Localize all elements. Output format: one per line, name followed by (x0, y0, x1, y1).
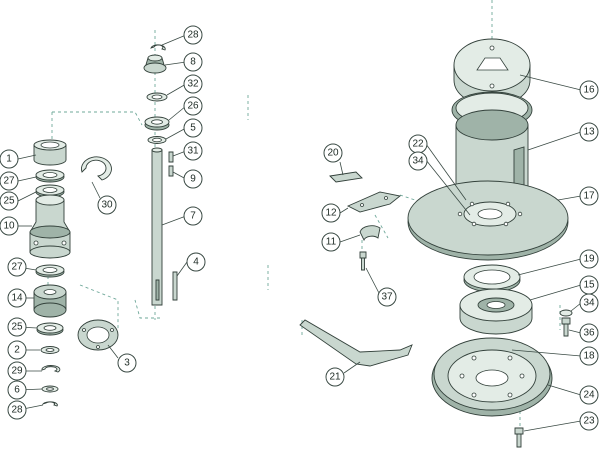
callout-12: 12 (321, 203, 341, 223)
svg-text:25: 25 (3, 196, 15, 207)
svg-text:7: 7 (190, 211, 196, 222)
callout-32: 32 (183, 74, 203, 94)
callout-23: 23 (579, 411, 599, 431)
svg-text:25: 25 (11, 322, 23, 333)
callout-5: 5 (183, 118, 203, 138)
callout-22: 22 (408, 134, 428, 154)
callout-6: 6 (7, 380, 27, 400)
svg-text:32: 32 (187, 79, 199, 90)
svg-text:28: 28 (187, 30, 199, 41)
svg-text:3: 3 (124, 358, 130, 369)
callout-27-lower: 27 (7, 257, 27, 277)
svg-text:8: 8 (190, 57, 196, 68)
callout-2: 2 (7, 340, 27, 360)
callout-18: 18 (579, 346, 599, 366)
callout-8: 8 (183, 52, 203, 72)
callout-labels: 1 27 25 10 30 27 14 25 2 29 6 28 3 28 8 … (0, 25, 599, 431)
svg-text:2: 2 (14, 345, 20, 356)
svg-text:26: 26 (187, 101, 199, 112)
svg-text:29: 29 (11, 366, 23, 377)
callout-7: 7 (183, 206, 203, 226)
left-spindle-assembly (29, 139, 119, 407)
callout-31: 31 (183, 141, 203, 161)
callout-30: 30 (97, 195, 117, 215)
callout-17: 17 (579, 186, 599, 206)
svg-text:27: 27 (3, 176, 15, 187)
callout-25-lower: 25 (7, 317, 27, 337)
callout-1: 1 (0, 149, 19, 169)
svg-text:16: 16 (583, 85, 595, 96)
svg-text:28: 28 (11, 405, 23, 416)
svg-text:12: 12 (325, 208, 337, 219)
svg-text:24: 24 (583, 390, 595, 401)
svg-text:27: 27 (11, 262, 23, 273)
callout-16: 16 (579, 80, 599, 100)
callout-9: 9 (183, 169, 203, 189)
svg-text:34: 34 (583, 298, 595, 309)
svg-text:23: 23 (583, 416, 595, 427)
callout-27: 27 (0, 171, 19, 191)
callout-28-lower: 28 (7, 400, 27, 420)
callout-29: 29 (7, 361, 27, 381)
callout-13: 13 (579, 122, 599, 142)
callout-3: 3 (117, 353, 137, 373)
svg-text:10: 10 (3, 221, 15, 232)
svg-text:34: 34 (412, 156, 424, 167)
callout-4: 4 (186, 252, 206, 272)
callout-26: 26 (183, 96, 203, 116)
svg-text:37: 37 (381, 292, 393, 303)
leader-lines (17, 34, 582, 432)
callout-11: 11 (321, 232, 341, 252)
svg-text:18: 18 (583, 351, 595, 362)
svg-text:36: 36 (583, 328, 595, 339)
svg-text:20: 20 (327, 148, 339, 159)
svg-text:5: 5 (190, 123, 196, 134)
callout-28: 28 (183, 25, 203, 45)
svg-text:14: 14 (11, 293, 23, 304)
svg-text:15: 15 (583, 280, 595, 291)
svg-text:9: 9 (190, 174, 196, 185)
svg-text:4: 4 (193, 257, 199, 268)
middle-parts (299, 171, 413, 367)
center-shaft-assembly (143, 44, 178, 306)
callout-19: 19 (579, 249, 599, 269)
callout-36: 36 (579, 323, 599, 343)
callout-34-upper: 34 (408, 151, 428, 171)
callout-20: 20 (323, 143, 343, 163)
callout-24: 24 (579, 385, 599, 405)
callout-15: 15 (579, 275, 599, 295)
svg-text:1: 1 (6, 154, 12, 165)
svg-text:19: 19 (583, 254, 595, 265)
callout-37: 37 (377, 287, 397, 307)
svg-text:11: 11 (326, 237, 337, 248)
svg-text:30: 30 (101, 200, 113, 211)
svg-text:6: 6 (14, 385, 20, 396)
svg-text:21: 21 (329, 372, 341, 383)
callout-25: 25 (0, 191, 19, 211)
right-housing-assembly (407, 38, 573, 448)
callout-21: 21 (325, 367, 345, 387)
callout-14: 14 (7, 288, 27, 308)
callout-10: 10 (0, 216, 19, 236)
svg-text:31: 31 (187, 146, 199, 157)
svg-text:22: 22 (412, 139, 424, 150)
svg-text:13: 13 (583, 127, 595, 138)
callout-34-lower: 34 (579, 293, 599, 313)
svg-text:17: 17 (583, 191, 595, 202)
